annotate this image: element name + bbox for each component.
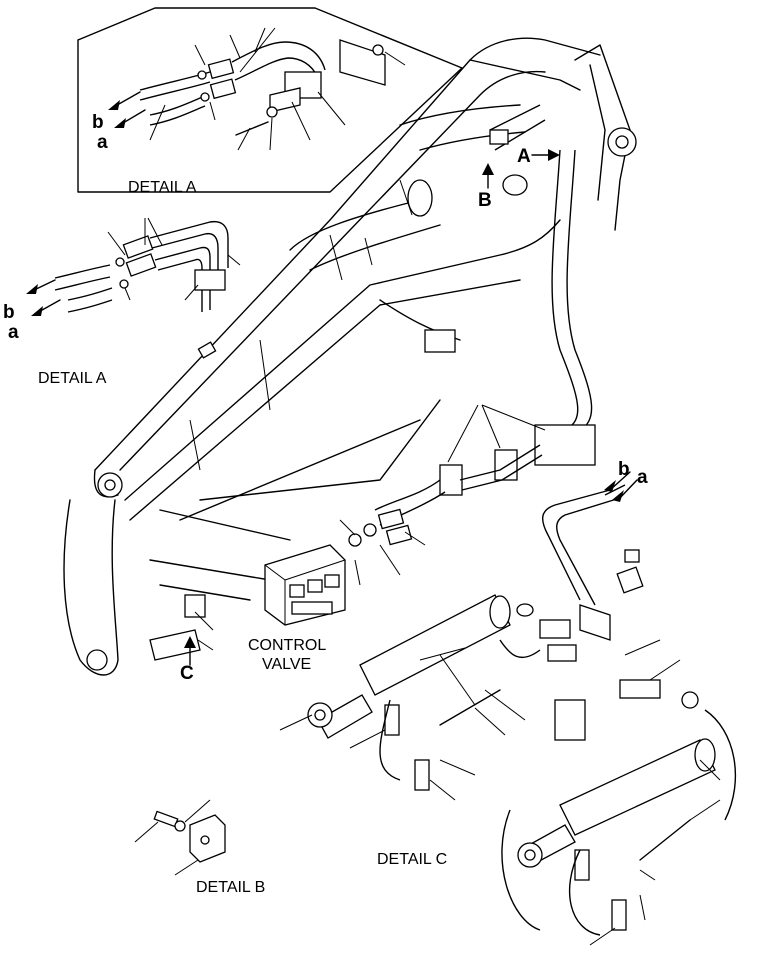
label-hose-a-right: a <box>637 467 648 488</box>
label-hose-b-top: b <box>92 112 104 133</box>
label-control-valve-2: VALVE <box>262 656 311 673</box>
view-arrows <box>482 149 638 502</box>
boom-structure <box>63 37 637 676</box>
detail-a-left <box>26 217 241 316</box>
control-valve <box>264 508 426 626</box>
label-hose-b-left: b <box>3 302 15 323</box>
label-view-a: A <box>517 146 531 167</box>
detail-c-cylinders <box>279 484 737 946</box>
label-hose-a-left: a <box>8 322 19 343</box>
label-hose-b-right: b <box>618 459 630 480</box>
detail-a-inset <box>77 7 463 193</box>
label-control-valve-1: CONTROL <box>248 637 326 654</box>
label-view-c: C <box>180 663 194 684</box>
label-hose-a-top: a <box>97 132 108 153</box>
label-detail-c: DETAIL C <box>377 851 447 868</box>
label-detail-a-top: DETAIL A <box>128 179 197 196</box>
label-detail-b: DETAIL B <box>196 879 265 896</box>
view-c-area <box>149 594 214 666</box>
label-view-b: B <box>478 190 492 211</box>
detail-b-part <box>134 799 226 876</box>
label-detail-a-left: DETAIL A <box>38 370 107 387</box>
